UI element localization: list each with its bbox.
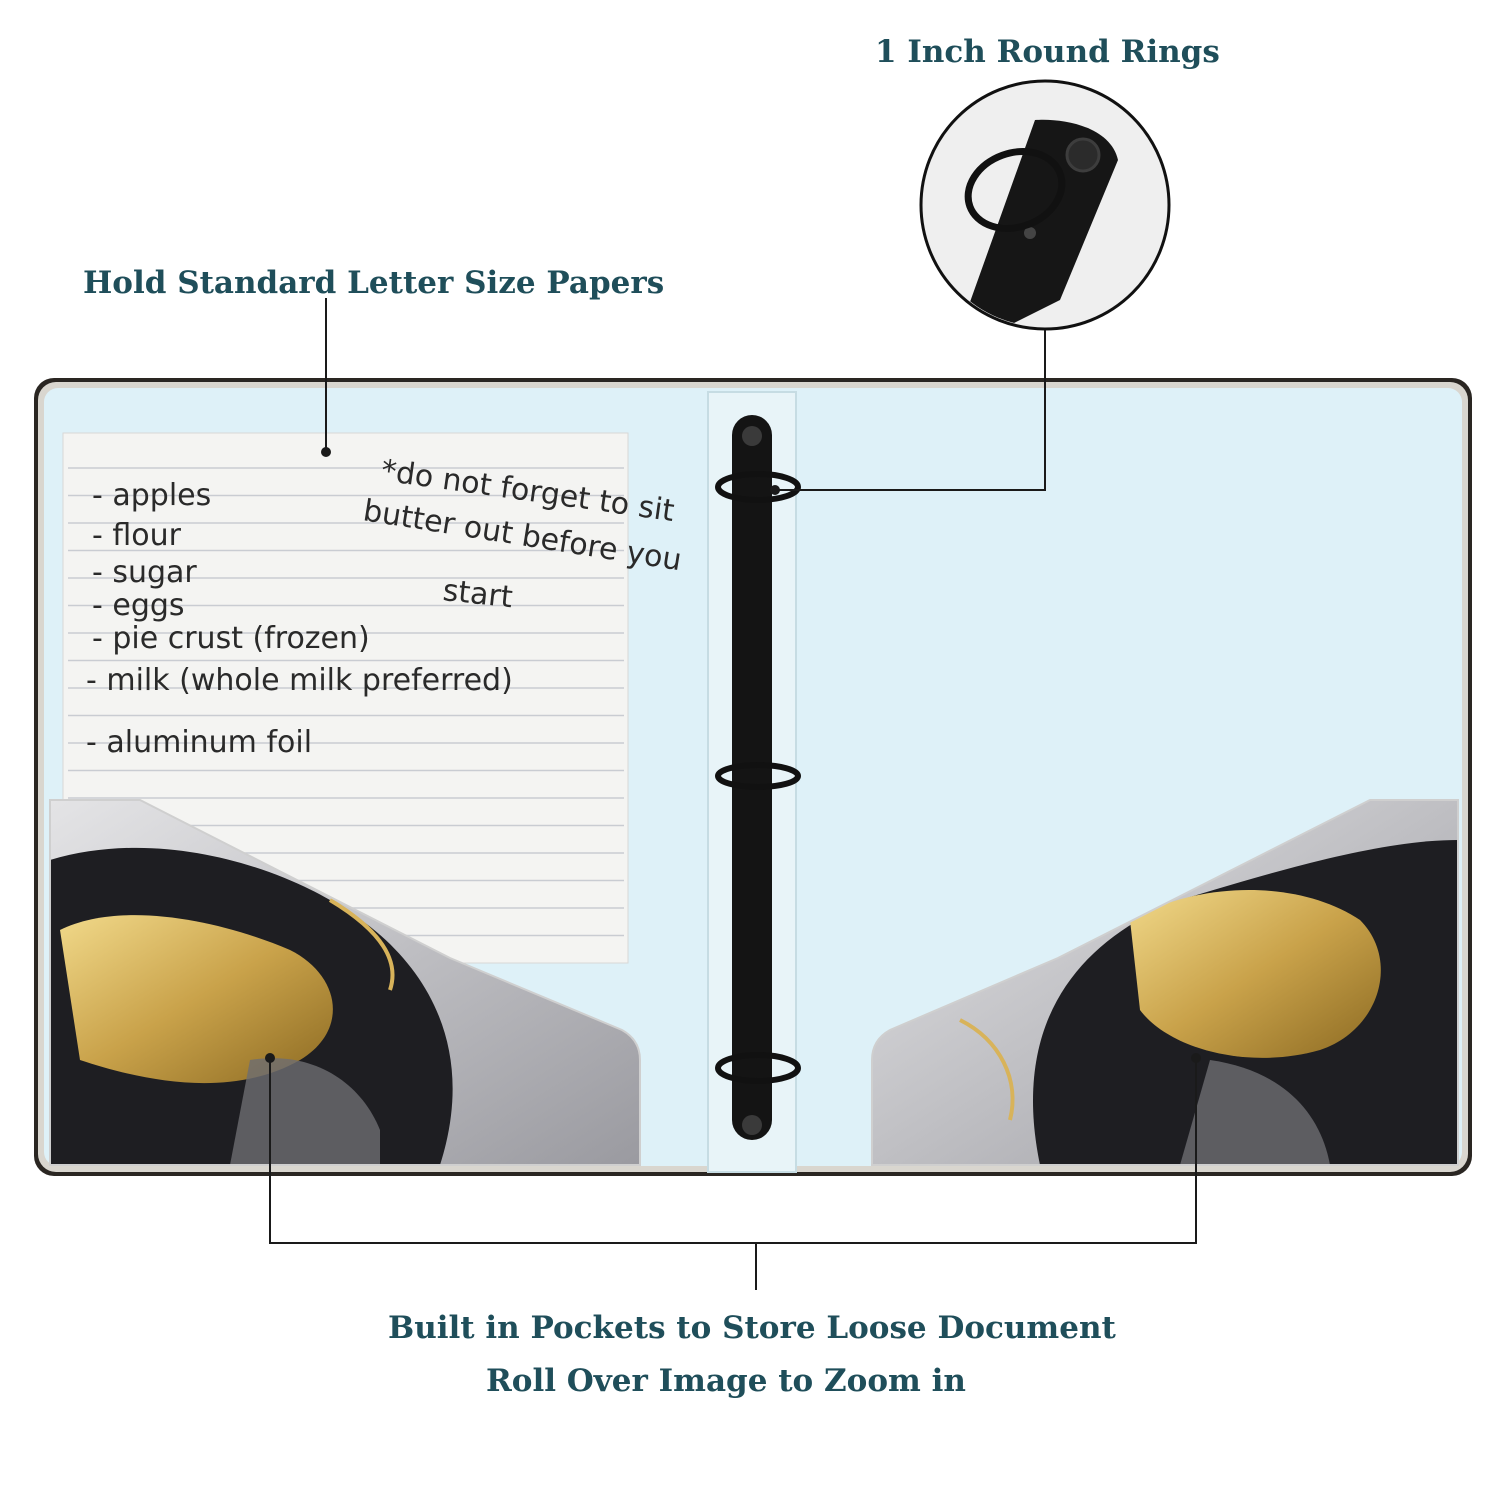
note-item: - apples (92, 478, 211, 513)
ring-top (715, 471, 801, 503)
handwritten-list: - apples - flour - sugar - eggs - pie cr… (86, 478, 513, 760)
callout-leaders (265, 298, 1201, 1290)
note-item: - pie crust (frozen) (92, 621, 370, 656)
zoom-hint-label[interactable]: Roll Over Image to Zoom in (486, 1363, 966, 1399)
pockets-leader-line (269, 1058, 1197, 1244)
note-item: - flour (92, 518, 182, 553)
note-item: - milk (whole milk preferred) (86, 663, 513, 698)
rings-callout-label: 1 Inch Round Rings (875, 34, 1220, 70)
ring-zoom-circle (919, 79, 1171, 331)
ring-middle (715, 762, 801, 790)
letter-paper-callout-label: Hold Standard Letter Size Papers (83, 265, 665, 301)
rings-leader-line (775, 330, 1046, 491)
note-item: - aluminum foil (86, 725, 312, 760)
note-item: - sugar (92, 555, 197, 590)
ring-bottom (715, 1052, 801, 1084)
reminder-line: start (441, 573, 514, 615)
pockets-callout-label: Built in Pockets to Store Loose Document (388, 1310, 1116, 1346)
left-pocket (49, 799, 641, 1166)
ring-mechanism (707, 391, 801, 1173)
note-item: - eggs (92, 588, 185, 623)
